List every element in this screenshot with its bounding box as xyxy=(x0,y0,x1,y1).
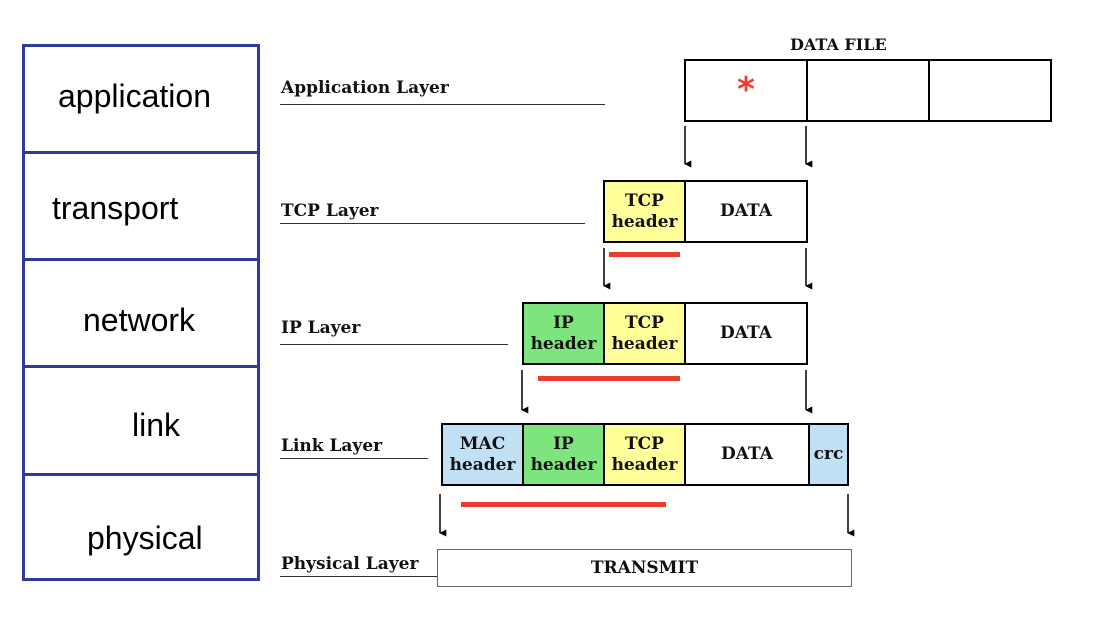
ip-data-box: DATA xyxy=(684,302,808,365)
transmit-label: TRANSMIT xyxy=(590,557,699,578)
crc-box: crc xyxy=(808,423,849,486)
stack-label-link: link xyxy=(132,407,181,443)
physical-layer-underline xyxy=(280,576,438,577)
ip-layer-label: IP Layer xyxy=(281,318,361,338)
link-data-box: DATA xyxy=(684,423,810,486)
ip-header-highlight-bar xyxy=(538,376,680,381)
link-layer-underline xyxy=(280,458,428,459)
tcp-header-highlight-bar xyxy=(609,252,680,257)
data-file-segment-3 xyxy=(928,59,1052,122)
stack-cell-network: network xyxy=(25,261,257,368)
mac-header-line1: MAC xyxy=(459,433,506,454)
physical-layer-label: Physical Layer xyxy=(281,554,419,574)
tcp-data-label: DATA xyxy=(720,201,772,221)
ip-header-line1: IP xyxy=(553,312,574,333)
link-layer-tcp-header-line1: TCP xyxy=(625,433,664,454)
link-layer-ip-header-line2: header xyxy=(530,454,597,475)
crc-label: crc xyxy=(813,444,844,464)
ip-header-line2: header xyxy=(530,333,597,354)
asterisk-icon: * xyxy=(737,70,755,110)
stack-label-network: network xyxy=(83,302,196,338)
tcp-header-line1: TCP xyxy=(625,190,664,211)
protocol-stack: application transport network link physi… xyxy=(22,44,260,581)
data-file-caption: DATA FILE xyxy=(790,35,887,54)
stack-label-transport: transport xyxy=(52,190,179,226)
tcp-header-line2: header xyxy=(611,211,678,232)
stack-cell-application: application xyxy=(25,47,257,154)
tcp-layer-label: TCP Layer xyxy=(281,201,379,221)
stack-cell-physical: physical xyxy=(25,476,257,578)
link-layer-label: Link Layer xyxy=(281,436,383,456)
link-layer-ip-header-line1: IP xyxy=(553,433,574,454)
tcp-data-box: DATA xyxy=(684,180,808,243)
data-file-segment-1: * xyxy=(684,59,808,122)
link-layer-tcp-header-line2: header xyxy=(611,454,678,475)
link-data-label: DATA xyxy=(721,444,773,464)
ip-data-label: DATA xyxy=(720,323,772,343)
stack-cell-transport: transport xyxy=(25,154,257,261)
transmit-box: TRANSMIT xyxy=(437,549,852,587)
stack-cell-link: link xyxy=(25,368,257,476)
ip-layer-underline xyxy=(280,344,508,345)
application-layer-label: Application Layer xyxy=(281,78,449,98)
ip-layer-tcp-header-line2: header xyxy=(611,333,678,354)
stack-label-application: application xyxy=(58,78,211,114)
ip-layer-tcp-header-line1: TCP xyxy=(625,312,664,333)
tcp-layer-underline xyxy=(280,223,585,224)
mac-header-highlight-bar xyxy=(461,502,666,507)
stack-label-physical: physical xyxy=(87,520,203,556)
application-layer-underline xyxy=(280,104,605,105)
mac-header-line2: header xyxy=(449,454,516,475)
